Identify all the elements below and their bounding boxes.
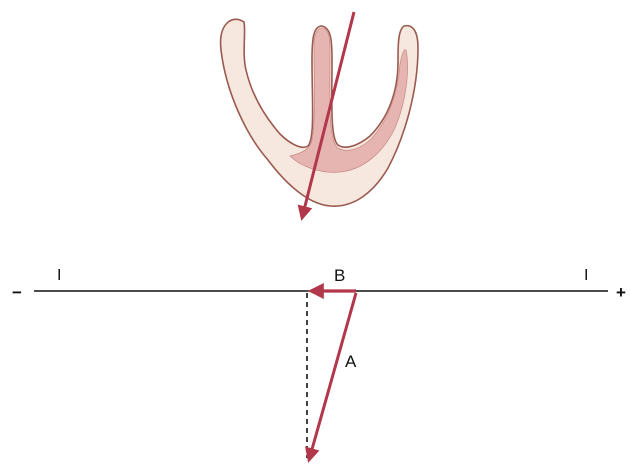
lead-i-label-left: I <box>57 267 61 284</box>
positive-pole-label: + <box>616 283 626 302</box>
lead-i-label-right: I <box>584 267 588 284</box>
vector-a-label: A <box>345 352 357 371</box>
mean-electrical-axis-arrow <box>297 11 356 221</box>
heart-ventricles-illustration <box>219 18 419 207</box>
ventricle-inner-tissue <box>289 27 408 173</box>
negative-pole-label: − <box>12 283 22 302</box>
vector-b-label: B <box>334 266 345 285</box>
vector-a-arrow <box>305 292 358 463</box>
